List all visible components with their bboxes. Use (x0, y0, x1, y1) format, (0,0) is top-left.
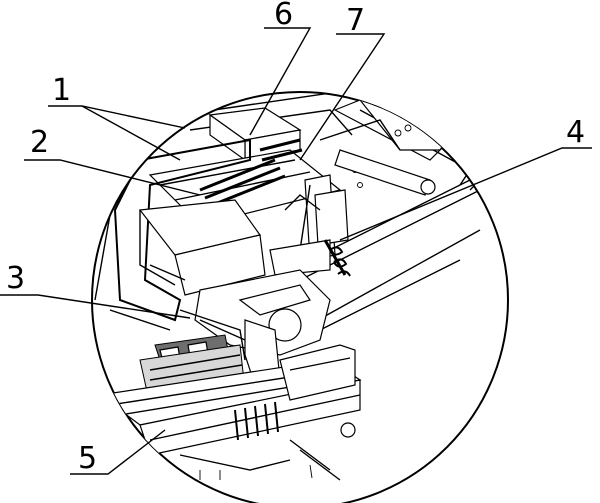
leader-3 (0, 294, 191, 319)
leader-5 (70, 429, 166, 475)
label-4: 4 (566, 115, 586, 150)
label-1: 1 (52, 73, 72, 108)
leader-lines (0, 27, 592, 475)
leader-7 (299, 33, 386, 161)
detail-circle (91, 91, 509, 503)
mechanism-assembly (94, 92, 508, 481)
leader-4 (339, 147, 592, 241)
leader-6 (249, 27, 312, 136)
label-5: 5 (78, 441, 98, 476)
label-3: 3 (6, 261, 26, 296)
label-7: 7 (346, 3, 366, 38)
leader-1b (81, 105, 181, 161)
label-6: 6 (274, 0, 294, 32)
label-2: 2 (30, 125, 50, 160)
leader-2 (24, 159, 201, 196)
